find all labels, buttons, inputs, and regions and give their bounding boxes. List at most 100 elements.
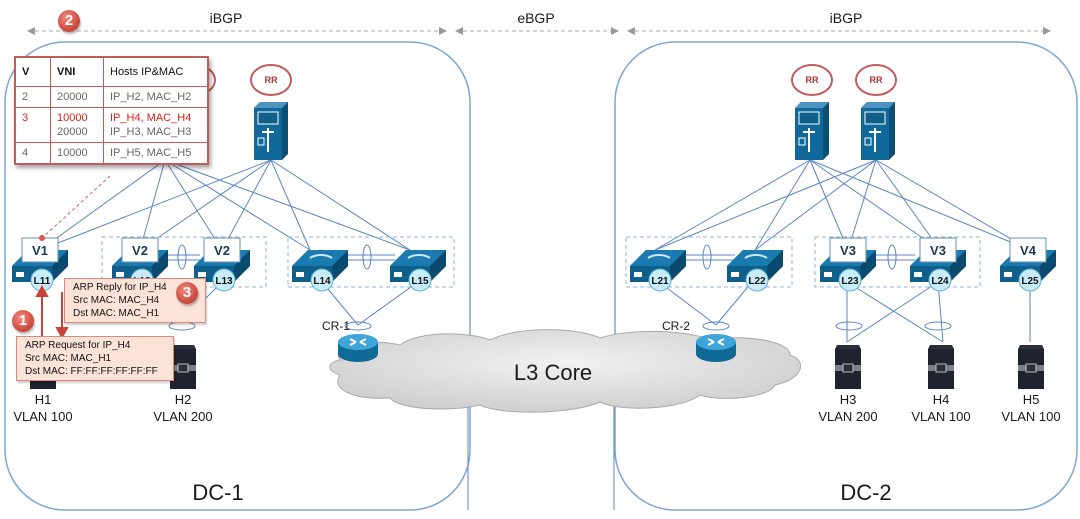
rr-label: RR bbox=[265, 75, 278, 85]
vtep-tag bbox=[1009, 237, 1047, 263]
server-icon bbox=[1017, 344, 1045, 390]
leaf-id-label: L22 bbox=[748, 276, 766, 287]
l3-core-cloud: L3 Core bbox=[329, 329, 802, 413]
vtep-label: V2 bbox=[214, 243, 230, 258]
cell-vni: 10000 bbox=[57, 112, 88, 124]
router-cr1 bbox=[337, 333, 379, 363]
leaf-id-label: L13 bbox=[215, 276, 233, 287]
host-vlan: VLAN 100 bbox=[1001, 409, 1060, 424]
cell-v: 2 bbox=[14, 86, 51, 108]
leaf-id-badge bbox=[310, 268, 334, 292]
leaf-switches: V1L11V2L12V2L13L14L15L21L22V3L23V3L24V4L… bbox=[11, 237, 1057, 292]
spine-switch bbox=[253, 101, 289, 161]
rr-label: RR bbox=[870, 75, 883, 85]
cell-vni: 10000 bbox=[50, 142, 104, 165]
leaf-id-badge bbox=[408, 268, 432, 292]
rr-rings bbox=[174, 64, 897, 96]
rr-label: RR bbox=[806, 75, 819, 85]
leaf-id-label: L23 bbox=[841, 276, 859, 287]
ebgp-label: eBGP bbox=[517, 10, 554, 26]
host-vlan: VLAN 100 bbox=[13, 409, 72, 424]
vtep-label: V3 bbox=[840, 243, 856, 258]
vtep-tag bbox=[919, 237, 957, 263]
leaf-id-label: L25 bbox=[1021, 276, 1039, 287]
vtep-table-header: V VNI Hosts IP&MAC bbox=[14, 56, 209, 87]
cell-vni: 20000 bbox=[57, 126, 88, 138]
ibgp-left-label: iBGP bbox=[210, 10, 243, 26]
leaf-id-badge bbox=[745, 268, 769, 292]
host-name: H5 bbox=[1023, 392, 1040, 407]
host-vlan: VLAN 200 bbox=[818, 409, 877, 424]
dc1-boundary bbox=[4, 41, 471, 511]
spine-switch bbox=[860, 101, 896, 161]
leaf-id-label: L11 bbox=[34, 276, 51, 287]
vtep-tag bbox=[203, 237, 241, 263]
leaf-switch-l21: L21 bbox=[629, 249, 687, 292]
table-row: 2 20000 IP_H2, MAC_H2 bbox=[14, 86, 209, 108]
arp-request-callout: ARP Request for IP_H4 Src MAC: MAC_H1 Ds… bbox=[16, 336, 174, 381]
vtep-label: V3 bbox=[930, 243, 946, 258]
server-icon bbox=[927, 344, 955, 390]
host-name: H2 bbox=[175, 392, 192, 407]
vtep-label: V4 bbox=[1020, 243, 1037, 258]
ibgp-right-label: iBGP bbox=[830, 10, 863, 26]
arp-arrows bbox=[35, 284, 69, 340]
router-label-cr2: CR-2 bbox=[662, 319, 690, 333]
vtep-label: V1 bbox=[32, 243, 48, 258]
fabric-links bbox=[39, 159, 1031, 510]
dc2-label: DC-2 bbox=[840, 480, 891, 505]
callout-line: Dst MAC: FF:FF:FF:FF:FF:FF bbox=[25, 366, 158, 377]
leaf-switch-l15: L15 bbox=[389, 249, 447, 292]
dc2-boundary bbox=[614, 41, 1078, 511]
leaf-switch-l22: L22 bbox=[726, 249, 784, 292]
l3-core-label: L3 Core bbox=[514, 360, 592, 385]
cell-v: 3 bbox=[14, 107, 51, 143]
cell-vni: 20000 bbox=[50, 86, 104, 108]
cell-hosts: IP_H4, MAC_H4 bbox=[110, 112, 192, 124]
step-badge-1: 1 bbox=[12, 310, 34, 332]
cell-hosts: IP_H2, MAC_H2 bbox=[103, 86, 209, 108]
lag-markers bbox=[168, 244, 952, 331]
host-vlan: VLAN 200 bbox=[153, 409, 212, 424]
bgp-sessions: iBGP eBGP iBGP bbox=[27, 10, 1051, 35]
host-vlan: VLAN 100 bbox=[911, 409, 970, 424]
cell-hosts: IP_H5, MAC_H5 bbox=[103, 142, 209, 165]
cell-v: 4 bbox=[14, 142, 51, 165]
table-pointer-dot bbox=[39, 235, 45, 241]
callout-line: Src MAC: MAC_H1 bbox=[25, 353, 112, 364]
header-v: V bbox=[14, 56, 51, 87]
router-label-cr1: CR-1 bbox=[322, 319, 350, 333]
callout-line: Dst MAC: MAC_H1 bbox=[73, 308, 160, 319]
cell-hosts: IP_H3, MAC_H3 bbox=[110, 126, 192, 138]
leaf-id-badge bbox=[928, 268, 952, 292]
host-name: H4 bbox=[933, 392, 950, 407]
callout-line: Src MAC: MAC_H4 bbox=[73, 295, 160, 306]
leaf-id-label: L21 bbox=[651, 276, 669, 287]
callout-line: ARP Request for IP_H4 bbox=[25, 340, 131, 351]
vtep-table: V VNI Hosts IP&MAC 2 20000 IP_H2, MAC_H2… bbox=[14, 56, 209, 165]
leaf-id-badge bbox=[648, 268, 672, 292]
step-badge-3: 3 bbox=[176, 282, 198, 304]
header-vni: VNI bbox=[50, 56, 104, 87]
leaf-id-badge bbox=[838, 268, 862, 292]
leaf-id-label: L24 bbox=[931, 276, 949, 287]
leaf-id-badge bbox=[1018, 268, 1042, 292]
table-row: 4 10000 IP_H5, MAC_H5 bbox=[14, 142, 209, 165]
arp-reply-arrowhead bbox=[55, 327, 69, 340]
step-badge-2: 2 bbox=[58, 10, 80, 32]
vtep-tag bbox=[21, 237, 59, 263]
host-name: H3 bbox=[840, 392, 857, 407]
vtep-tag bbox=[121, 237, 159, 263]
